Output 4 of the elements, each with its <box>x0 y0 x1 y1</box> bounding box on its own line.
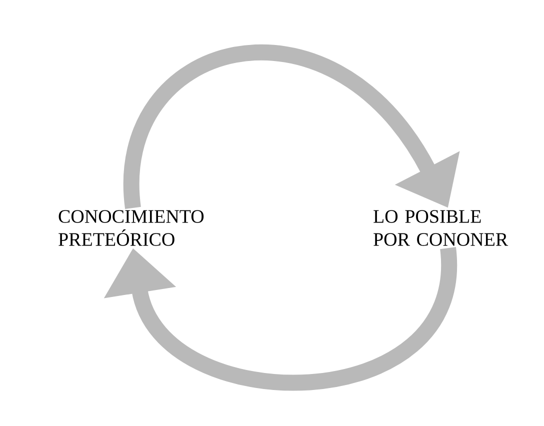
text-label: LO POSIBLE POR CONONER <box>374 210 508 246</box>
curved-arrow <box>104 248 456 390</box>
curved-arrow <box>124 44 460 208</box>
text-label: CONOCIMIENTO PRETEÓRICO <box>58 210 204 246</box>
